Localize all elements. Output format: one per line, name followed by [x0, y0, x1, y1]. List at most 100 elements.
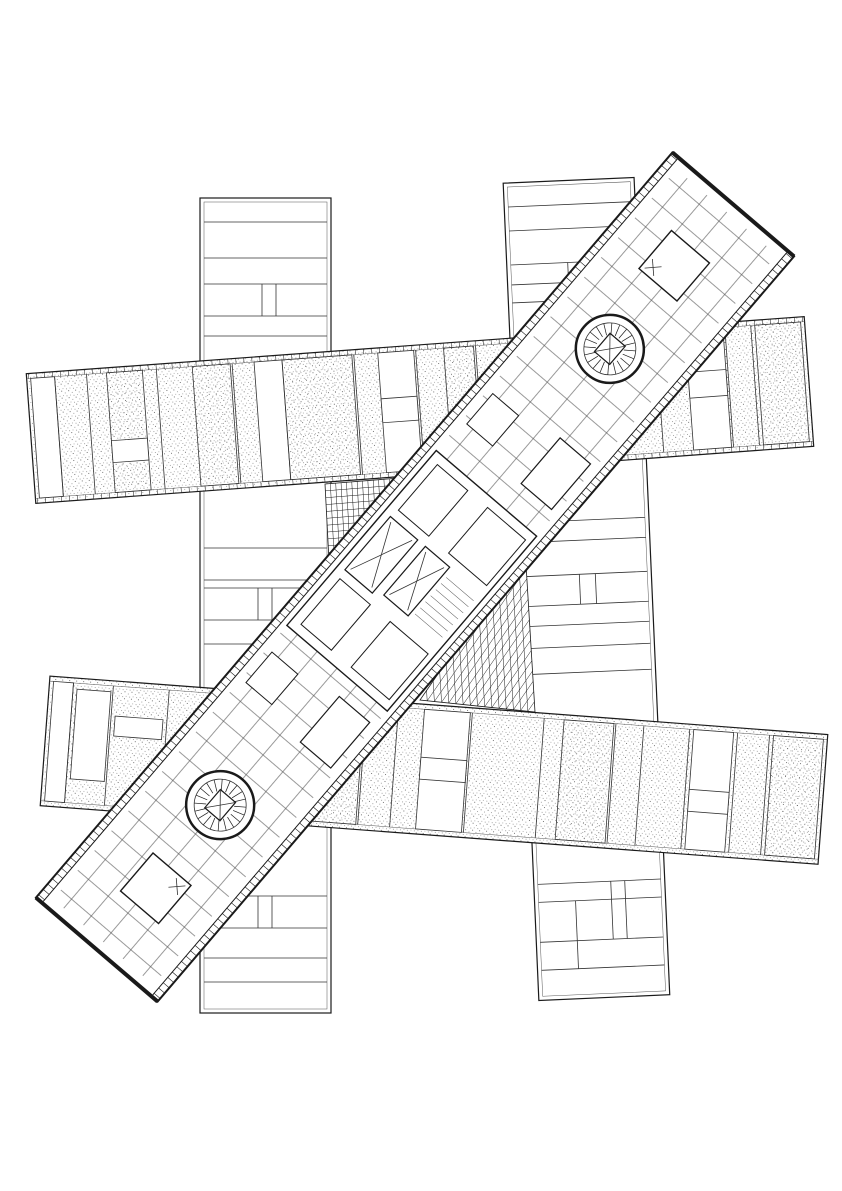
stair-tread — [194, 802, 207, 805]
tower-facade-tick — [515, 335, 523, 342]
tower-facade-tick — [624, 207, 632, 214]
tower-facade-tick — [233, 665, 241, 672]
stair-tread — [610, 322, 613, 335]
mesh-line — [325, 485, 396, 492]
tower-facade-tick — [638, 191, 645, 198]
tower-facade-tick — [156, 755, 164, 762]
tower-facade-tick — [547, 298, 554, 304]
stair-tread — [230, 813, 241, 823]
tower-facade-tick — [203, 934, 211, 941]
tower-facade-tick — [224, 676, 232, 682]
tower-facade-tick — [594, 476, 602, 483]
tower-facade-tick — [190, 950, 197, 957]
tower-facade-tick — [79, 846, 86, 853]
tower-facade-tick — [347, 532, 354, 539]
tower-facade-tick — [188, 718, 195, 725]
tower-facade-tick — [247, 649, 254, 656]
tower-facade-tick — [308, 812, 315, 818]
tower-facade-tick — [402, 468, 409, 475]
tower-facade-tick — [704, 349, 711, 355]
tower-facade-tick — [70, 857, 77, 863]
tower-facade-tick — [276, 849, 284, 856]
tower-facade-tick — [431, 668, 438, 675]
tower-facade-tick — [399, 705, 406, 712]
tower-facade-tick — [294, 828, 302, 834]
tower-facade-tick — [508, 577, 515, 584]
tower-facade-tick — [652, 175, 659, 182]
tower-facade-tick — [344, 769, 352, 776]
tower-facade-tick — [561, 282, 568, 288]
mesh-line — [491, 595, 500, 709]
tower-facade-tick — [331, 785, 338, 792]
stair-tread — [612, 362, 617, 375]
stair-tread — [223, 818, 227, 831]
tower-facade-tick — [303, 817, 311, 824]
tower-facade-tick — [615, 218, 623, 225]
tower-facade-tick — [176, 966, 184, 973]
tower-facade-tick — [492, 362, 500, 368]
mesh-line — [472, 623, 478, 707]
tower-facade-tick — [65, 862, 73, 869]
tower-facade-tick — [483, 372, 491, 379]
tower-facade-tick — [524, 324, 532, 331]
tower-facade-tick — [163, 982, 170, 989]
tower-facade-tick — [390, 716, 397, 722]
tower-facade-tick — [181, 961, 188, 967]
tower-facade-tick — [194, 945, 202, 951]
stair-tread — [623, 342, 636, 346]
tower-facade-tick — [406, 463, 414, 469]
tower-facade-tick — [576, 498, 584, 504]
stair-tread — [225, 780, 231, 793]
tower-facade-tick — [449, 647, 456, 653]
stair-tread — [587, 355, 599, 363]
tower-facade-tick — [226, 907, 234, 914]
tower-facade-tick — [661, 165, 668, 171]
tower-facade-tick — [438, 425, 445, 432]
tower-facade-tick — [215, 686, 223, 693]
tower-facade-tick — [111, 809, 118, 815]
mesh-line — [520, 691, 534, 711]
stair-tread — [599, 361, 605, 374]
tower-facade-tick — [467, 625, 475, 632]
tower-facade-tick — [249, 881, 256, 887]
tower-facade-tick — [463, 631, 470, 637]
stair-tread — [618, 328, 627, 339]
stair-tread — [620, 357, 630, 367]
stair-tread — [209, 817, 216, 830]
stair-tread — [614, 324, 621, 337]
tower-facade-tick — [413, 689, 420, 696]
tower-facade-tick — [440, 657, 447, 664]
tower-facade-tick — [785, 253, 793, 259]
tower-facade-tick — [206, 697, 214, 704]
tower-facade-tick — [631, 434, 638, 440]
tower-facade-tick — [211, 692, 218, 698]
tower-facade-tick — [649, 412, 656, 419]
tower-facade-tick — [424, 441, 432, 448]
tower-facade-tick — [261, 633, 268, 640]
tower-facade-tick — [606, 229, 614, 235]
tower-facade-tick — [435, 663, 443, 669]
tower-facade-tick — [456, 404, 464, 411]
tower-facade-tick — [622, 444, 629, 451]
mesh-line — [506, 670, 533, 710]
stair-tread — [194, 808, 207, 812]
mesh-line — [455, 599, 529, 704]
tower-facade-tick — [465, 394, 473, 400]
tower-facade-tick — [170, 740, 177, 746]
tower-facade-tick — [426, 673, 434, 680]
stair-tread — [227, 816, 235, 828]
tower-facade-tick — [699, 354, 706, 361]
stair-tread — [228, 785, 238, 795]
tower-facade-tick — [242, 654, 250, 661]
tower-facade-tick — [270, 622, 277, 629]
mesh-line — [432, 680, 435, 702]
tower-facade-tick — [115, 803, 123, 810]
tower-facade-tick — [553, 524, 561, 531]
tower-facade-tick — [626, 439, 634, 446]
tower-facade-tick — [147, 766, 154, 773]
tower-facade-tick — [285, 838, 293, 845]
tower-facade-tick — [588, 250, 595, 256]
tower-facade-tick — [583, 255, 591, 262]
tower-facade-tick — [663, 396, 670, 403]
